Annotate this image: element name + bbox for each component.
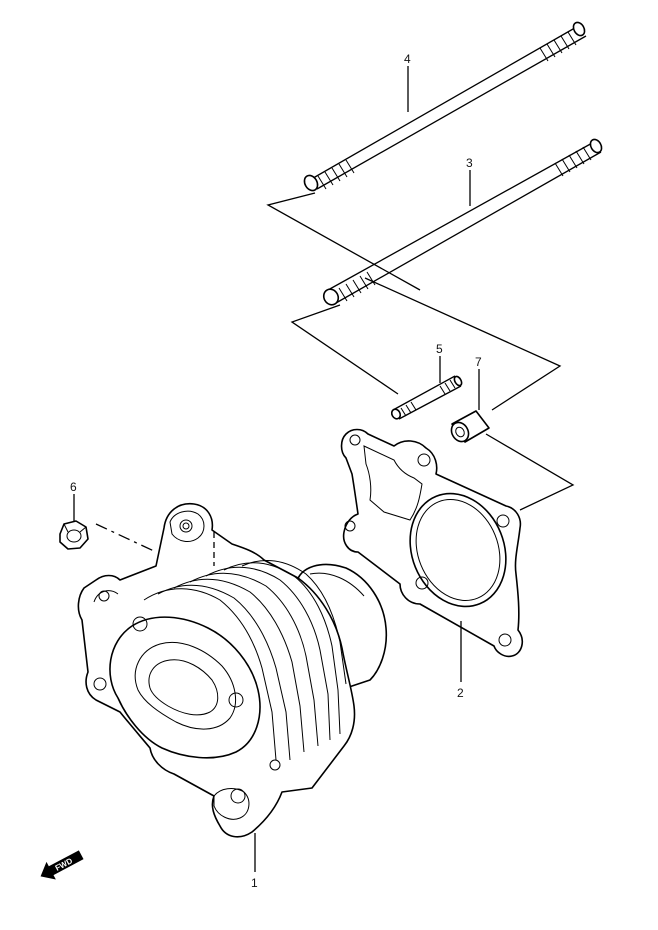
dowel-pin bbox=[450, 410, 490, 443]
stud-bolt-long bbox=[303, 21, 587, 192]
forward-arrow-icon: FWD bbox=[40, 850, 84, 880]
callout-7: 7 bbox=[475, 355, 482, 369]
stud-bolt-medium bbox=[322, 138, 603, 306]
callout-3: 3 bbox=[466, 156, 473, 170]
callout-1: 1 bbox=[251, 876, 258, 890]
leader-lines bbox=[73, 66, 575, 872]
cylinder-block bbox=[77, 503, 388, 838]
callout-2: 2 bbox=[457, 686, 464, 700]
callout-5: 5 bbox=[436, 342, 443, 356]
cap-nut bbox=[59, 520, 89, 550]
callout-4: 4 bbox=[404, 52, 411, 66]
cylinder-base-gasket bbox=[340, 428, 524, 658]
callout-6: 6 bbox=[70, 480, 77, 494]
stud-bolt-short bbox=[390, 375, 463, 420]
callout-labels: 1 2 3 4 5 6 7 bbox=[70, 52, 482, 890]
